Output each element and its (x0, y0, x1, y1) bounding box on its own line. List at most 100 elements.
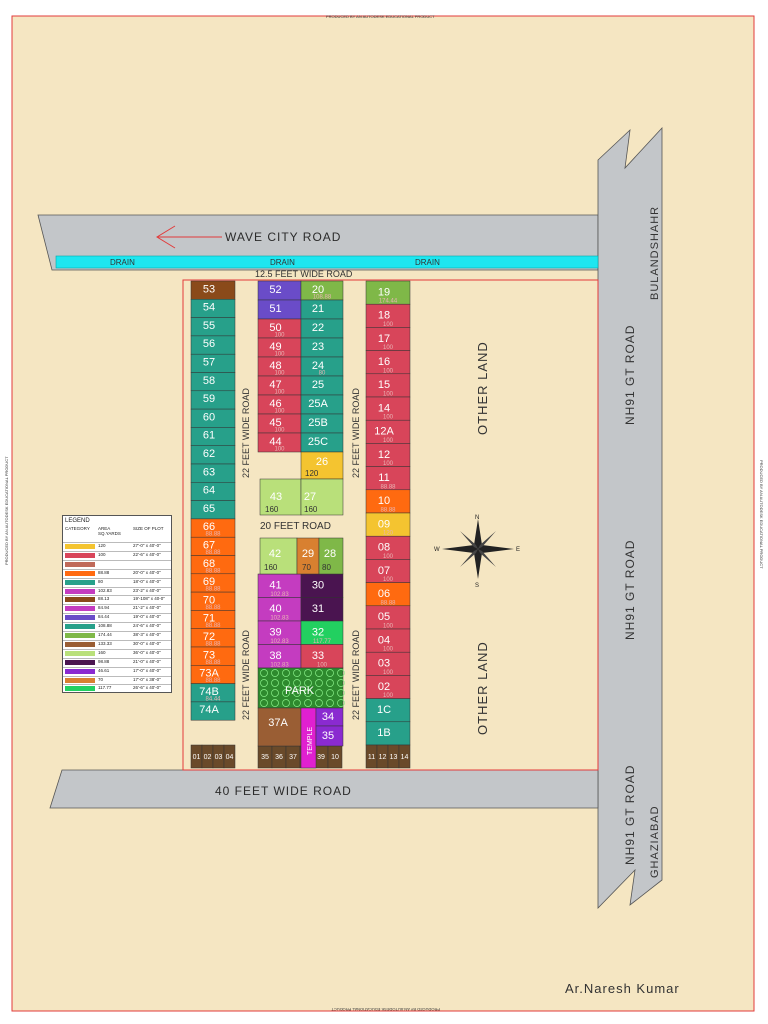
plot-54[interactable]: 54 (190, 299, 236, 318)
plot-strip-36[interactable]: 36 (271, 745, 287, 769)
plot-11-area: 88.88 (380, 484, 396, 490)
plot-1B[interactable]: 1B (365, 721, 411, 746)
plot-strip-35[interactable]: 35 (257, 745, 273, 769)
plot-63[interactable]: 63 (190, 463, 236, 483)
plot-52[interactable]: 52 (257, 280, 302, 301)
plot-60[interactable]: 60 (190, 408, 236, 428)
plot-25A[interactable]: 25A (300, 394, 344, 415)
plot-03-label: 03 (378, 658, 390, 670)
plot-25C[interactable]: 25C (300, 432, 344, 453)
plot-strip-12[interactable]: 12 (376, 744, 389, 769)
plot-64[interactable]: 64 (190, 482, 236, 501)
plot-strip-02[interactable]: 02 (201, 744, 214, 769)
plot-53[interactable]: 53 (190, 280, 236, 300)
plot-strip-01[interactable]: 01 (190, 744, 203, 769)
plot-34[interactable]: 34 (315, 707, 344, 727)
plot-42[interactable]: 42 160 (259, 537, 298, 575)
plot-57[interactable]: 57 (190, 353, 236, 373)
plot-strip-04[interactable]: 04 (223, 744, 236, 769)
temple-plot[interactable]: TEMPLE (300, 707, 317, 769)
tree-icon (337, 699, 345, 707)
plot-62[interactable]: 62 (190, 445, 236, 465)
plot-51[interactable]: 51 (257, 299, 302, 320)
plot-strip-11[interactable]: 11 (365, 744, 378, 769)
plot-35[interactable]: 35 (315, 725, 344, 747)
plot-31[interactable]: 31 (300, 597, 344, 622)
plot-22[interactable]: 22 (300, 318, 344, 339)
plot-strip-14[interactable]: 14 (398, 744, 411, 769)
plot-39-area: 102.83 (270, 639, 289, 645)
drain-label-1: DRAIN (110, 258, 135, 267)
plot-74A[interactable]: 74A (190, 701, 236, 721)
plot-25[interactable]: 25 (300, 375, 344, 396)
plot-strip-37[interactable]: 37 (285, 745, 301, 769)
plot-26[interactable]: 26 120 (300, 451, 344, 480)
legend-header-area: AREA SQ.YARDS (98, 526, 121, 536)
plot-21[interactable]: 21 (300, 299, 344, 320)
plot-61[interactable]: 61 (190, 427, 236, 446)
plot-59[interactable]: 59 (190, 390, 236, 410)
plot-25B[interactable]: 25B (300, 413, 344, 434)
plot-43[interactable]: 43 160 (259, 478, 302, 516)
plot-58[interactable]: 58 (190, 372, 236, 392)
plot-strip-10[interactable]: 10 (327, 745, 343, 769)
plot-29[interactable]: 29 70 (296, 537, 320, 575)
plot-strip-13[interactable]: 13 (387, 744, 400, 769)
plot-27[interactable]: 27 160 (300, 478, 344, 516)
plot-30[interactable]: 30 (300, 573, 344, 598)
plot-23[interactable]: 23 (300, 337, 344, 358)
plot-56[interactable]: 56 (190, 335, 236, 355)
plot-65[interactable]: 65 (190, 500, 236, 520)
plot-28[interactable]: 28 80 (318, 537, 344, 575)
plot-1C[interactable]: 1C (365, 698, 411, 723)
legend-size: 22'-6" x 40'-0" (133, 551, 161, 557)
plot-55[interactable]: 55 (190, 317, 236, 337)
plot-strip-03[interactable]: 03 (212, 744, 225, 769)
plot-37A[interactable]: 37A (257, 707, 302, 747)
